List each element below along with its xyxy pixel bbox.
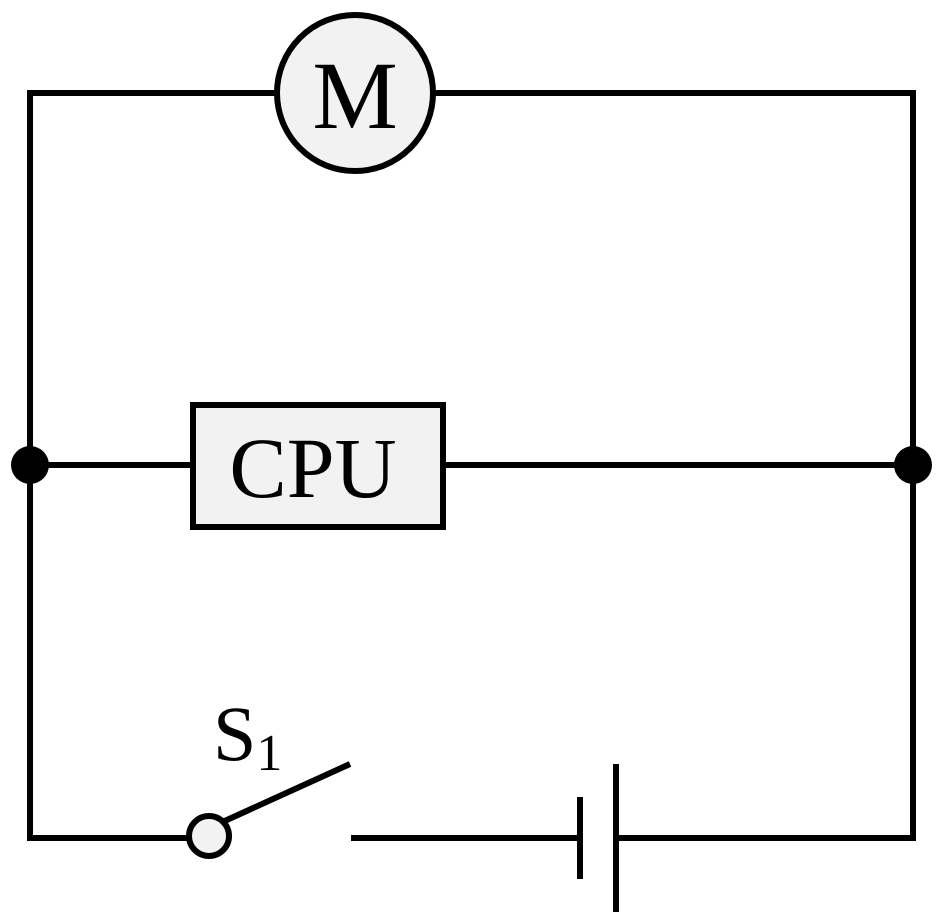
junction-right [894,446,932,484]
junction-left [11,446,49,484]
switch-pivot [186,813,232,859]
cpu-box [190,402,446,530]
motor: M [274,12,436,174]
cpu-block: CPU [190,402,446,530]
motor-label: M [312,42,397,149]
battery [577,764,619,912]
cpu-label: CPU [229,420,396,516]
switch-lever [216,761,352,827]
switch: S1 [186,690,352,859]
motor-symbol [274,12,436,174]
switch-label: S1 [213,690,282,782]
switch-label-subscript: 1 [256,725,282,782]
switch-label-main: S [213,690,256,777]
